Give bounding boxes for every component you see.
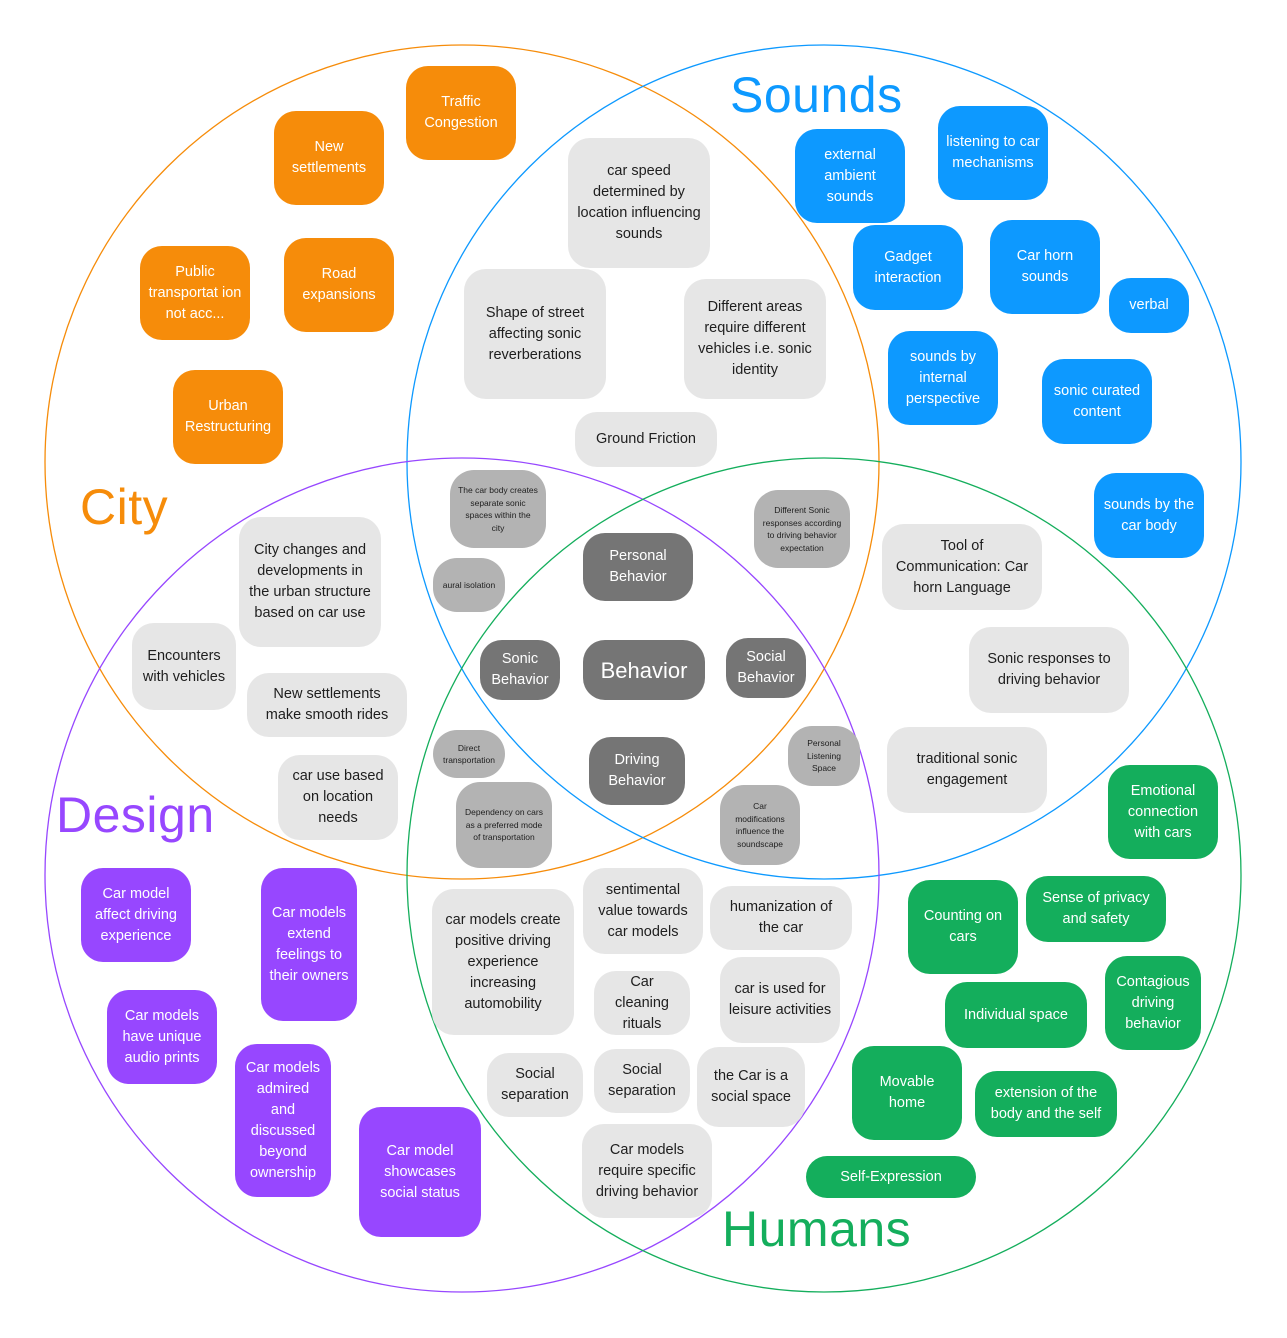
light-sticky-note: the Car is a social space bbox=[697, 1047, 805, 1127]
city-sticky-note: New settlements bbox=[274, 111, 384, 205]
humans-sticky-note: Movable home bbox=[852, 1046, 962, 1140]
light-sticky-note: Different areas require different vehicl… bbox=[684, 279, 826, 399]
dark-sticky-note: Driving Behavior bbox=[589, 737, 685, 805]
sounds-title: Sounds bbox=[730, 67, 903, 123]
humans-title: Humans bbox=[722, 1201, 912, 1257]
light-sticky-note: traditional sonic engagement bbox=[887, 727, 1047, 813]
city-title: City bbox=[80, 479, 169, 535]
small-sticky-note: Car modifications influence the soundsca… bbox=[720, 785, 800, 865]
city-sticky-note: Road expansions bbox=[284, 238, 394, 332]
city-sticky-note: Traffic Congestion bbox=[406, 66, 516, 160]
sounds-sticky-note: Gadget interaction bbox=[853, 225, 963, 310]
light-sticky-note: Car cleaning rituals bbox=[594, 971, 690, 1035]
small-sticky-note: aural isolation bbox=[433, 558, 505, 612]
sounds-sticky-note: listening to car mechanisms bbox=[938, 106, 1048, 200]
design-circle bbox=[44, 457, 880, 1293]
dark-sticky-note: Social Behavior bbox=[726, 638, 806, 698]
light-sticky-note: Shape of street affecting sonic reverber… bbox=[464, 269, 606, 399]
humans-circle bbox=[406, 457, 1242, 1293]
light-sticky-note: Encounters with vehicles bbox=[132, 623, 236, 710]
dark-sticky-note: Behavior bbox=[583, 640, 705, 700]
light-sticky-note: sentimental value towards car models bbox=[583, 868, 703, 954]
humans-sticky-note: extension of the body and the self bbox=[975, 1071, 1117, 1137]
design-sticky-note: Car models admired and discussed beyond … bbox=[235, 1044, 331, 1197]
design-sticky-note: Car models extend feelings to their owne… bbox=[261, 868, 357, 1021]
design-sticky-note: Car models have unique audio prints bbox=[107, 990, 217, 1084]
light-sticky-note: car use based on location needs bbox=[278, 755, 398, 840]
light-sticky-note: car is used for leisure activities bbox=[720, 957, 840, 1043]
sounds-sticky-note: sounds by internal perspective bbox=[888, 331, 998, 425]
dark-sticky-note: Sonic Behavior bbox=[480, 640, 560, 700]
sounds-sticky-note: sonic curated content bbox=[1042, 359, 1152, 444]
light-sticky-note: car speed determined by location influen… bbox=[568, 138, 710, 268]
humans-sticky-note: Self-Expression bbox=[806, 1156, 976, 1198]
design-sticky-note: Car model showcases social status bbox=[359, 1107, 481, 1237]
humans-sticky-note: Individual space bbox=[945, 982, 1087, 1048]
humans-sticky-note: Emotional connection with cars bbox=[1108, 765, 1218, 859]
sounds-sticky-note: sounds by the car body bbox=[1094, 473, 1204, 558]
design-sticky-note: Car model affect driving experience bbox=[81, 868, 191, 962]
humans-sticky-note: Sense of privacy and safety bbox=[1026, 876, 1166, 942]
city-sticky-note: Public transportat ion not acc... bbox=[140, 246, 250, 340]
light-sticky-note: Ground Friction bbox=[575, 412, 717, 467]
light-sticky-note: Car models require specific driving beha… bbox=[582, 1124, 712, 1218]
light-sticky-note: New settlements make smooth rides bbox=[247, 673, 407, 737]
light-sticky-note: humanization of the car bbox=[710, 886, 852, 950]
design-title: Design bbox=[56, 787, 215, 843]
small-sticky-note: Direct transportation bbox=[433, 730, 505, 778]
light-sticky-note: Social separation bbox=[487, 1053, 583, 1117]
dark-sticky-note: Personal Behavior bbox=[583, 533, 693, 601]
light-sticky-note: City changes and developments in the urb… bbox=[239, 517, 381, 647]
humans-sticky-note: Contagious driving behavior bbox=[1105, 956, 1201, 1050]
light-sticky-note: Tool of Communication: Car horn Language bbox=[882, 524, 1042, 610]
small-sticky-note: Personal Listening Space bbox=[788, 726, 860, 786]
light-sticky-note: car models create positive driving exper… bbox=[432, 889, 574, 1035]
light-sticky-note: Social separation bbox=[594, 1049, 690, 1113]
city-sticky-note: Urban Restructuring bbox=[173, 370, 283, 464]
small-sticky-note: Different Sonic responses according to d… bbox=[754, 490, 850, 568]
small-sticky-note: The car body creates separate sonic spac… bbox=[450, 470, 546, 548]
humans-sticky-note: Counting on cars bbox=[908, 880, 1018, 974]
light-sticky-note: Sonic responses to driving behavior bbox=[969, 627, 1129, 713]
sounds-sticky-note: Car horn sounds bbox=[990, 220, 1100, 314]
sounds-sticky-note: verbal bbox=[1109, 278, 1189, 333]
sounds-sticky-note: external ambient sounds bbox=[795, 129, 905, 223]
small-sticky-note: Dependency on cars as a preferred mode o… bbox=[456, 782, 552, 868]
